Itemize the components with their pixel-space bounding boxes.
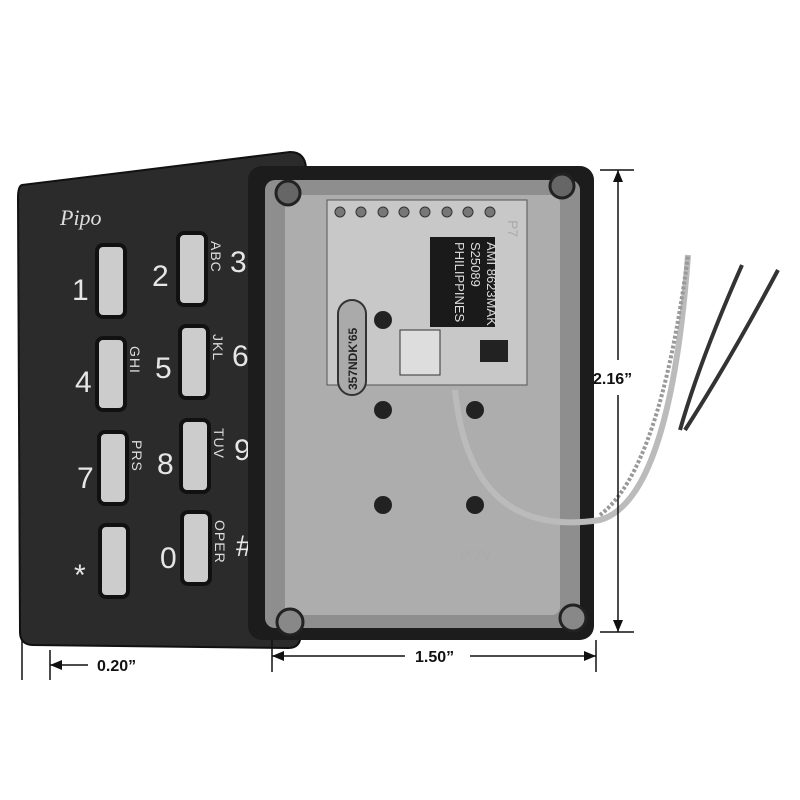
key-letters: JKL bbox=[210, 334, 226, 361]
key-button-7[interactable] bbox=[97, 430, 129, 506]
circuit-board-housing: P7 AMI 8623MAK S25089 PHILIPPINES 357NDK… bbox=[248, 166, 594, 640]
crystal-label: 357NDK'65 bbox=[346, 327, 360, 390]
key-button-2[interactable] bbox=[176, 231, 208, 307]
key-letters: PRS bbox=[129, 440, 145, 472]
height-dimension: 2.16” bbox=[593, 371, 632, 388]
key-number-label: 2 bbox=[152, 260, 169, 293]
key-number-label: 8 bbox=[157, 448, 174, 481]
key-button-*[interactable] bbox=[98, 523, 130, 599]
wires bbox=[452, 254, 780, 526]
crystal-oscillator bbox=[337, 299, 367, 396]
key-letters: ABC bbox=[208, 241, 224, 273]
screw-icon bbox=[275, 607, 305, 637]
chip-label-line: AMI 8623MAK bbox=[484, 242, 499, 326]
key-button-0[interactable] bbox=[180, 510, 212, 586]
screw-icon bbox=[558, 603, 588, 633]
key-number-label: * bbox=[74, 559, 86, 592]
chip-label-line: S25089 bbox=[468, 242, 483, 287]
key-number-label: 0 bbox=[160, 542, 177, 575]
key-number-label: 4 bbox=[75, 366, 92, 399]
screw-icon bbox=[548, 172, 576, 200]
pcb-label: P-7V bbox=[460, 547, 492, 563]
depth-dimension: 0.20” bbox=[97, 658, 136, 675]
ic-chip bbox=[430, 237, 495, 327]
key-number-label: 6 bbox=[232, 340, 249, 373]
key-number-label: 1 bbox=[72, 274, 89, 307]
key-button-5[interactable] bbox=[178, 324, 210, 400]
pin-label: P7 bbox=[505, 220, 521, 237]
potentiometer bbox=[399, 329, 441, 376]
key-letters: OPER bbox=[212, 520, 228, 564]
key-button-1[interactable] bbox=[95, 243, 127, 319]
key-button-4[interactable] bbox=[95, 336, 127, 412]
brand-logo: Pipo bbox=[59, 205, 102, 230]
key-number-label: 9 bbox=[234, 434, 251, 467]
chip-label-line: PHILIPPINES bbox=[452, 242, 467, 323]
key-number-label: 3 bbox=[230, 246, 247, 279]
key-button-8[interactable] bbox=[179, 418, 211, 494]
key-letters: TUV bbox=[211, 428, 227, 459]
key-number-label: 5 bbox=[155, 352, 172, 385]
screw-icon bbox=[274, 179, 302, 207]
width-dimension: 1.50” bbox=[415, 649, 454, 666]
key-number-label: 7 bbox=[77, 462, 94, 495]
key-letters: GHI bbox=[127, 346, 143, 374]
